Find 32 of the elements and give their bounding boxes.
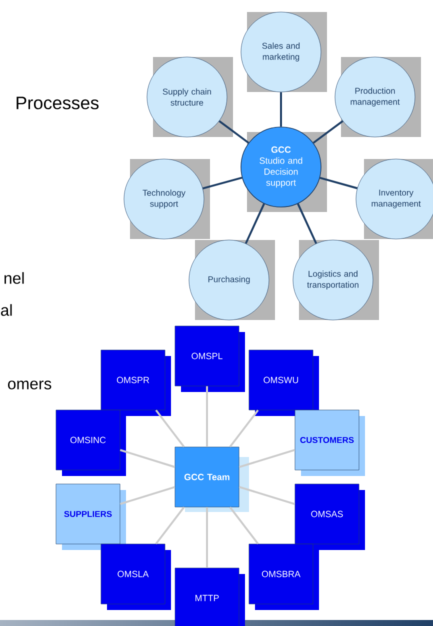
unit-box: OMSPR xyxy=(100,350,171,416)
heading: Processes xyxy=(16,96,99,110)
connector-line xyxy=(229,410,259,448)
connector-line xyxy=(120,486,176,505)
connector-line xyxy=(296,203,318,244)
connector-line xyxy=(155,506,185,544)
connector-line xyxy=(120,449,176,468)
connector-line xyxy=(229,506,259,544)
unit-box: OMSBRA xyxy=(248,544,319,610)
unit-box: OMSLA xyxy=(100,544,171,610)
cut-text: omers xyxy=(8,380,52,390)
connector-line xyxy=(238,448,296,468)
unit-box: OMSPL xyxy=(174,326,245,392)
connector-line xyxy=(312,120,344,144)
unit-box: OMSINC xyxy=(56,410,126,476)
connector-line xyxy=(238,486,296,506)
connector-line xyxy=(244,203,266,244)
connector-line xyxy=(218,120,250,144)
cut-text: al xyxy=(1,304,12,316)
connector-line xyxy=(206,507,208,568)
connector-line xyxy=(155,410,185,448)
unit-box: OMSWU xyxy=(248,350,319,416)
connector-line xyxy=(280,92,282,127)
unit-box: MTTP xyxy=(174,568,245,626)
connector-line xyxy=(320,176,358,190)
unit-box: OMSAS xyxy=(294,484,365,550)
connector-line xyxy=(202,176,242,190)
cut-text: nel xyxy=(4,272,24,284)
partner-box: SUPPLIERS xyxy=(56,484,126,550)
team-box: GCC Team xyxy=(174,446,249,512)
connector-line xyxy=(206,386,208,447)
partner-box: CUSTOMERS xyxy=(294,410,365,476)
